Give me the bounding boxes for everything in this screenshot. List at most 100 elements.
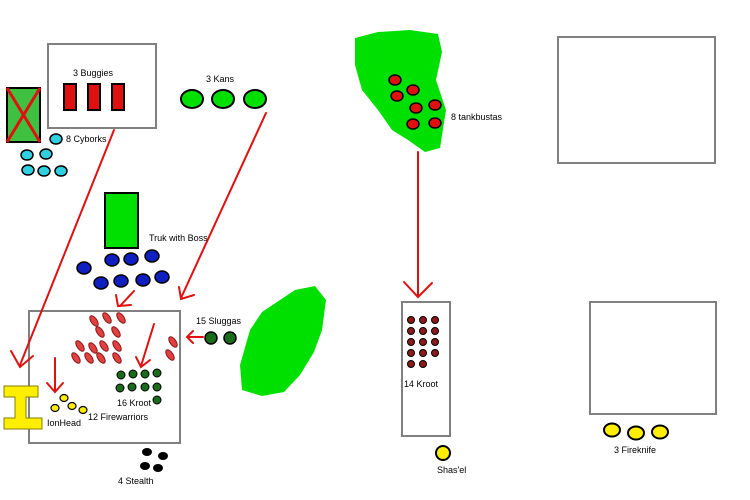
cyborks-group [20, 133, 68, 177]
label-tankbustas: 8 tankbustas [451, 112, 503, 122]
kroot-model [419, 360, 427, 368]
assault-model [165, 349, 175, 361]
firewarriors-group [50, 393, 88, 415]
fireknife-model [627, 425, 645, 441]
assault-model [71, 352, 81, 364]
assault-model [116, 312, 126, 324]
kroot-model [419, 327, 427, 335]
kroot-model [115, 383, 125, 393]
arrow-buggies [10, 129, 115, 369]
kroot-model [152, 395, 162, 405]
boy-model [154, 270, 170, 284]
kroot-model [431, 327, 439, 335]
arrow-assault [135, 323, 155, 369]
kan-model [211, 89, 235, 109]
tankbustas-group [388, 74, 442, 130]
tankbusta-model [409, 102, 423, 114]
kroot-model [407, 338, 415, 346]
slugga-model [204, 331, 218, 345]
label-shasel: Shas'el [437, 465, 467, 475]
stealth-group [140, 448, 168, 472]
tankbusta-model [428, 99, 442, 111]
assault-model [84, 352, 94, 364]
assault-model [95, 326, 105, 338]
assault-model [96, 352, 106, 364]
boy-model [93, 276, 109, 290]
cybork-model [49, 133, 63, 145]
buggy-marker [111, 83, 125, 111]
firewarrior-model [59, 393, 69, 403]
label-kroot16: 16 Kroot [117, 398, 152, 408]
boy-model [113, 274, 129, 288]
assault-model [99, 340, 109, 352]
firewarrior-model [78, 405, 88, 415]
arrow-kans [178, 112, 267, 301]
kroot-model [407, 360, 415, 368]
tankbusta-model [390, 90, 404, 102]
label-cyborks: 8 Cyborks [66, 134, 107, 144]
fireknife-model [603, 422, 621, 438]
kroot-model [140, 369, 150, 379]
stealth-model [142, 448, 152, 456]
kan-model [243, 89, 267, 109]
tankbusta-model [406, 118, 420, 130]
kans-group [180, 89, 267, 109]
assault-model [112, 340, 122, 352]
kroot14-group [407, 316, 439, 368]
tau-zone [28, 310, 181, 444]
label-kans: 3 Kans [206, 74, 235, 84]
shasel-model [435, 445, 451, 461]
firewarrior-model [50, 403, 60, 413]
arrow-sluggas [185, 330, 204, 344]
assault-models-group [71, 312, 178, 364]
kroot-model [431, 316, 439, 324]
assault-model [111, 326, 121, 338]
building-bottom-right [589, 301, 717, 415]
kroot-model [128, 369, 138, 379]
buggy-marker [87, 83, 101, 111]
ionhead-vehicle [3, 385, 43, 430]
kroot-model [407, 349, 415, 357]
kroot-model [431, 338, 439, 346]
assault-model [75, 340, 85, 352]
label-firewarriors: 12 Firewarriors [88, 412, 149, 422]
arrow-kroot-left [46, 357, 64, 394]
stealth-model [153, 464, 163, 472]
assault-model [89, 315, 99, 327]
boy-model [123, 252, 139, 266]
buggy-marker [63, 83, 77, 111]
building-top-right [557, 36, 716, 164]
kroot14-zone [401, 301, 451, 437]
forest-terrain-middle [240, 286, 326, 396]
label-buggies: 3 Buggies [73, 68, 114, 78]
boy-model [76, 261, 92, 275]
arrow-tankbustas [403, 151, 433, 299]
label-truk: Truk with Boss [149, 233, 208, 243]
kroot-model [152, 368, 162, 378]
boy-model [104, 253, 120, 267]
kroot-model [419, 338, 427, 346]
destroyed-cross [5, 87, 42, 143]
kan-model [180, 89, 204, 109]
boss-mob-group [76, 249, 170, 290]
firewarrior-model [67, 401, 77, 411]
stealth-model [158, 452, 168, 460]
kroot-model [152, 382, 162, 392]
fireknife-group [603, 422, 669, 441]
boy-model [144, 249, 160, 263]
tankbusta-model [406, 84, 420, 96]
assault-model [168, 336, 178, 348]
tankbusta-model [428, 117, 442, 129]
assault-model [112, 352, 122, 364]
kroot-model [140, 382, 150, 392]
cybork-model [39, 148, 53, 160]
cybork-model [21, 164, 35, 176]
cybork-model [54, 165, 68, 177]
kroot-model [407, 316, 415, 324]
cybork-model [20, 149, 34, 161]
cybork-model [37, 165, 51, 177]
slugga-model [223, 331, 237, 345]
assault-model [88, 342, 98, 354]
label-sluggas: 15 Sluggas [196, 316, 242, 326]
